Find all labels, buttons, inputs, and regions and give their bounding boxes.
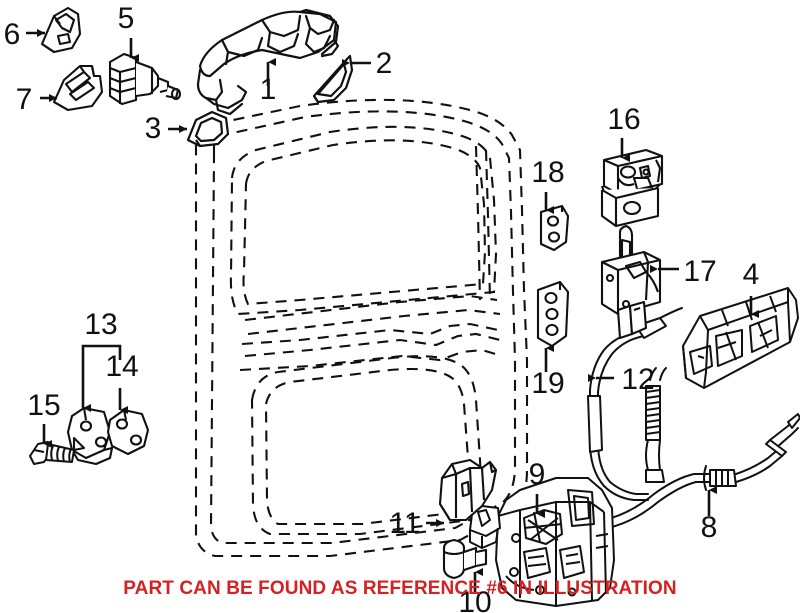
callout-leaders (26, 29, 759, 594)
callout-number-11: 11 (389, 507, 420, 540)
part-handle-bezel-trim (186, 110, 230, 148)
callout-number-15: 15 (27, 389, 60, 422)
callout-number-13: 13 (84, 308, 117, 341)
callout-number-16: 16 (607, 103, 640, 136)
callout-numbers: 1 2 3 4 5 6 7 8 9 10 11 12 13 14 15 16 1… (4, 2, 760, 613)
part-door-hinge-kit (66, 406, 114, 466)
callout-number-2: 2 (376, 47, 393, 80)
part-hinge-mounting-screw (29, 441, 75, 465)
part-handle-end-cap-cover (312, 54, 354, 104)
part-door-check-striker-bracket (438, 458, 498, 522)
callout-number-6: 6 (4, 18, 21, 51)
callout-number-4: 4 (743, 258, 760, 291)
part-lock-cylinder (108, 52, 182, 106)
part-hinge-half-plate (106, 408, 150, 456)
callout-number-18: 18 (531, 156, 564, 189)
callout-number-1: 1 (260, 73, 277, 106)
callout-number-9: 9 (529, 458, 546, 491)
leader-13-bracket (81, 344, 122, 360)
callout-number-17: 17 (683, 255, 716, 288)
part-upper-shim-plate (539, 204, 570, 252)
part-lower-shim-plate (536, 280, 570, 348)
callout-number-19: 19 (531, 367, 564, 400)
callout-number-10: 10 (458, 586, 491, 613)
reference-note: PART CAN BE FOUND AS REFERENCE #6 IN ILL… (123, 578, 677, 599)
part-latch-mounting-bolt (442, 538, 488, 580)
part-outside-door-handle (196, 8, 340, 116)
part-handle-carrier-base (682, 287, 799, 389)
part-lock-cylinder-cover-cap (40, 6, 82, 54)
part-handle-cap-bracket (52, 64, 104, 112)
part-door-lock-striker (600, 224, 662, 340)
part-door-check-assembly (600, 148, 664, 228)
callout-number-5: 5 (118, 2, 135, 35)
callout-number-12: 12 (621, 363, 654, 396)
callout-number-7: 7 (16, 83, 33, 116)
callout-number-8: 8 (701, 511, 718, 544)
callout-number-14: 14 (105, 350, 138, 383)
part-inside-handle-release-cable (587, 307, 683, 501)
callout-number-3: 3 (145, 112, 162, 145)
